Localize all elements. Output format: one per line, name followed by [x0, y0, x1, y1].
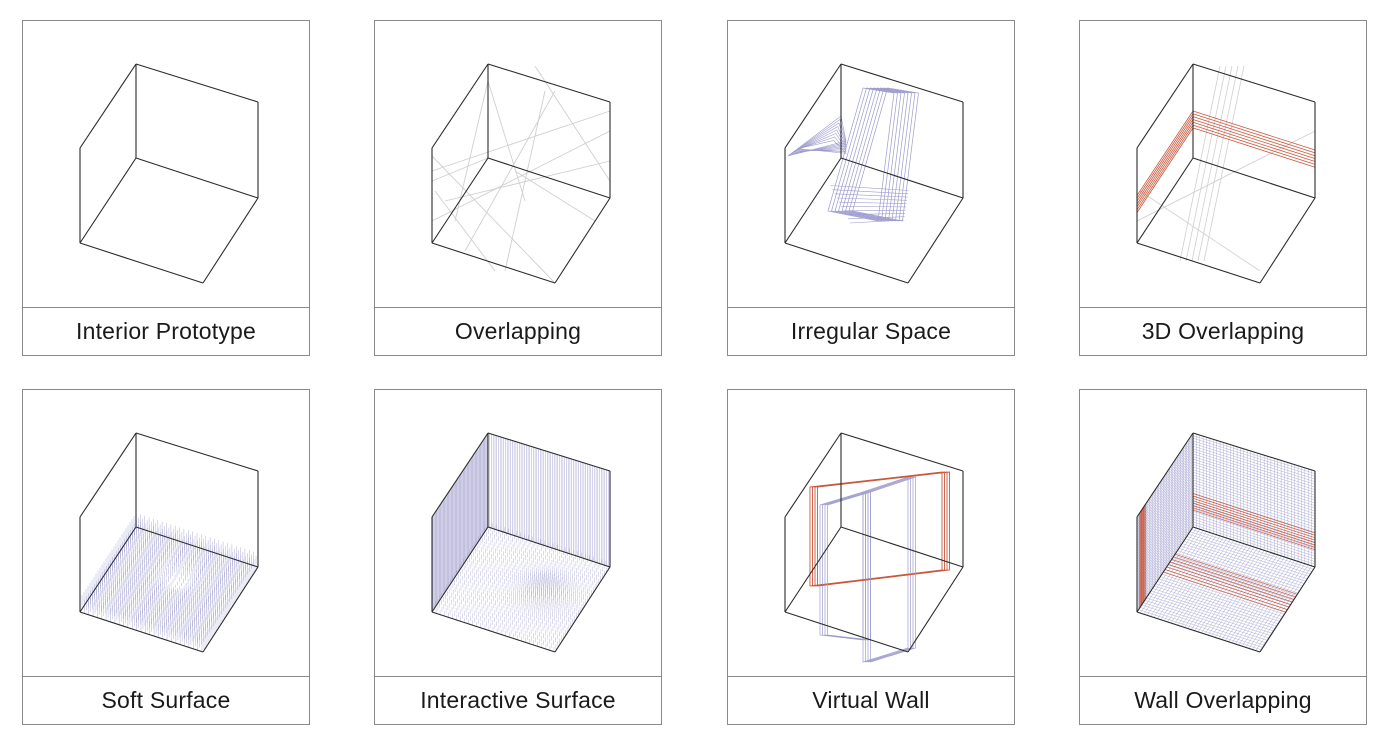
- panel-caption: 3D Overlapping: [1080, 307, 1366, 355]
- panel-caption: Soft Surface: [23, 676, 309, 724]
- panel-wall-overlapping: Wall Overlapping: [1079, 389, 1367, 725]
- panel-caption: Overlapping: [375, 307, 661, 355]
- panel-3d-overlapping: 3D Overlapping: [1079, 20, 1367, 356]
- soft-surface-icon: [79, 432, 259, 653]
- panel-irregular-space: Irregular Space: [727, 20, 1015, 356]
- wall-overlapping-icon: [1136, 432, 1316, 653]
- panel-caption: Interactive Surface: [375, 676, 661, 724]
- panel-soft-surface: Soft Surface: [22, 389, 310, 725]
- panel-caption: Interior Prototype: [23, 307, 309, 355]
- cube-outline-icon: [79, 63, 259, 284]
- panel-caption: Virtual Wall: [728, 676, 1014, 724]
- panel-overlapping: Overlapping: [374, 20, 662, 356]
- panel-caption: Wall Overlapping: [1080, 676, 1366, 724]
- interactive-surface-icon: [431, 432, 611, 653]
- irregular-space-icon: [784, 63, 964, 284]
- 3d-overlapping-icon: [1136, 63, 1316, 284]
- panel-interactive-surface: Interactive Surface: [374, 389, 662, 725]
- overlapping-lines-icon: [431, 63, 611, 284]
- panel-virtual-wall: Virtual Wall: [727, 389, 1015, 725]
- panel-interior-prototype: Interior Prototype: [22, 20, 310, 356]
- panel-caption: Irregular Space: [728, 307, 1014, 355]
- virtual-wall-icon: [784, 432, 964, 663]
